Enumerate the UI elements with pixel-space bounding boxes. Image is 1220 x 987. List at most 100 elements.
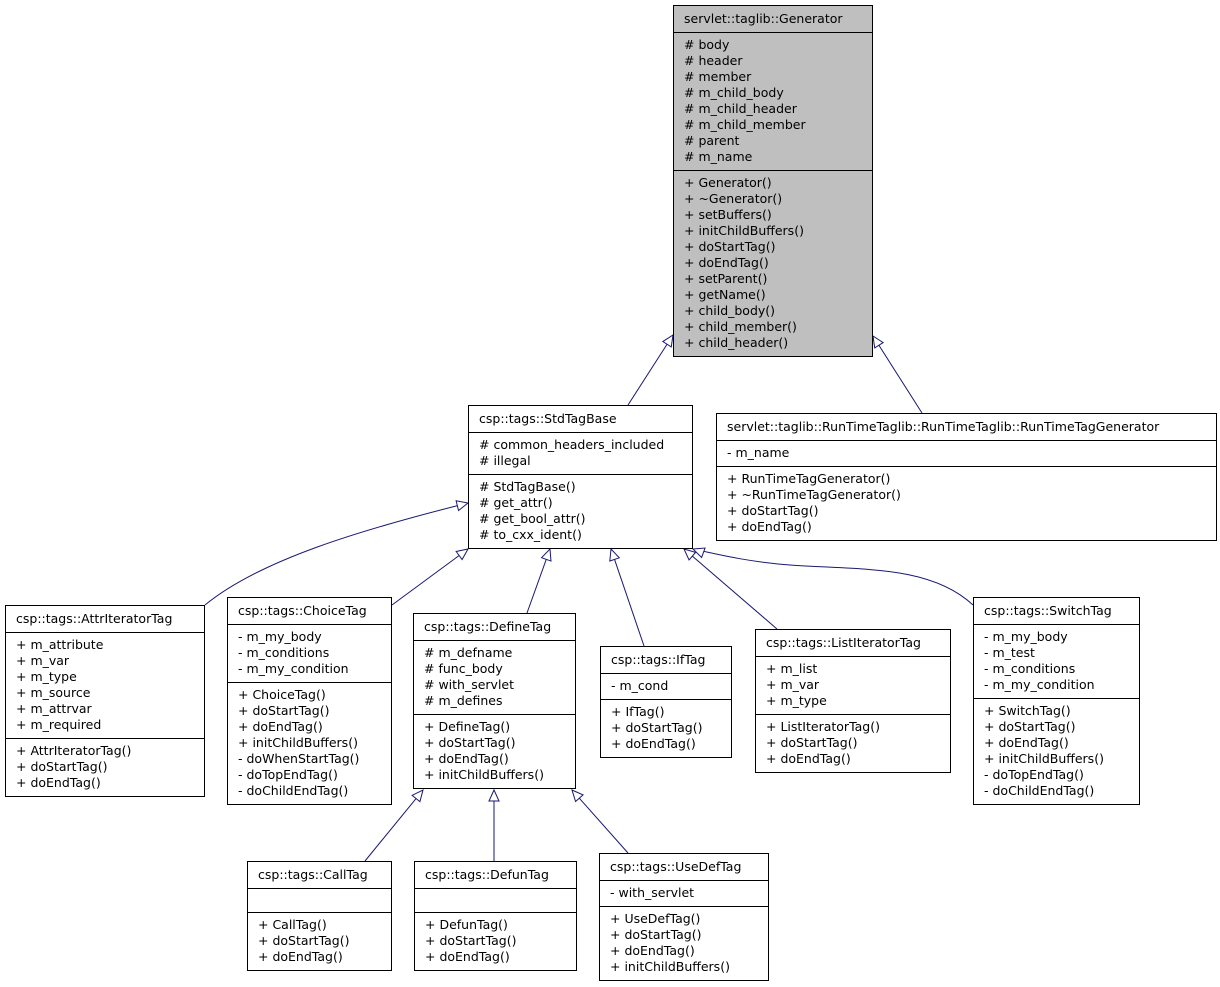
method-get-bool-attr: # get_bool_attr()	[479, 511, 586, 526]
inheritance-edge-runtimetaggenerator-to-generator	[878, 345, 923, 414]
attributes-section: - m_cond	[601, 674, 731, 700]
method-setbuffers: + setBuffers()	[684, 207, 772, 222]
method-to-cxx-ident: # to_cxx_ident()	[479, 527, 582, 542]
method-dostarttag: + doStartTag()	[684, 239, 776, 254]
inheritance-edge-switchtag-to-stdtagbase	[692, 548, 974, 606]
methods-section: + IfTag()+ doStartTag()+ doEndTag()	[601, 700, 731, 757]
class-title: csp::tags::IfTag	[601, 647, 731, 674]
attribute-m-conditions: - m_conditions	[238, 645, 330, 660]
inheritance-edge-defuntag-to-definetag-arrowhead	[488, 788, 500, 802]
class-box-generator[interactable]: servlet::taglib::Generator# body# header…	[673, 5, 873, 357]
class-box-iftag[interactable]: csp::tags::IfTag- m_cond+ IfTag()+ doSta…	[600, 646, 732, 758]
attribute-m-var: + m_var	[766, 677, 820, 692]
attributes-section: - m_name	[717, 441, 1216, 467]
attributes-section: - with_servlet	[600, 881, 768, 907]
methods-section: + ListIteratorTag()+ doStartTag()+ doEnd…	[756, 715, 950, 772]
class-box-defuntag[interactable]: csp::tags::DefunTag+ DefunTag()+ doStart…	[414, 861, 577, 971]
method-dostarttag: + doStartTag()	[425, 933, 517, 948]
inheritance-edge-choicetag-to-stdtagbase	[391, 555, 460, 606]
class-box-calltag[interactable]: csp::tags::CallTag+ CallTag()+ doStartTa…	[247, 861, 392, 971]
class-box-stdtagbase[interactable]: csp::tags::StdTagBase# common_headers_in…	[468, 405, 693, 549]
method-choicetag: + ChoiceTag()	[238, 687, 326, 702]
inheritance-edge-attriteratortag-to-stdtagbase-arrowhead	[455, 500, 470, 512]
attribute-m-var: + m_var	[16, 653, 70, 668]
attributes-section: # common_headers_included# illegal	[469, 433, 692, 475]
method-runtimetaggenerator: + RunTimeTagGenerator()	[727, 471, 891, 486]
method-attriteratortag: + AttrIteratorTag()	[16, 743, 132, 758]
attribute-m-list: + m_list	[766, 661, 818, 676]
class-title: csp::tags::CallTag	[248, 862, 391, 889]
method-doendtag: + doEndTag()	[425, 949, 510, 964]
attribute-m-name: - m_name	[727, 445, 790, 460]
method-initchildbuffers: + initChildBuffers()	[610, 959, 730, 974]
attribute-body: # body	[684, 37, 730, 52]
inheritance-edge-listiteratortag-to-stdtagbase-arrowhead	[683, 548, 697, 561]
method-get-attr: # get_attr()	[479, 495, 553, 510]
attributes-section	[248, 889, 391, 913]
method-dostarttag: + doStartTag()	[727, 503, 819, 518]
method-doendtag: + doEndTag()	[684, 255, 769, 270]
attribute-m-defname: # m_defname	[424, 645, 513, 660]
method-dotopendtag: - doTopEndTag()	[238, 767, 338, 782]
method-dostarttag: + doStartTag()	[610, 927, 702, 942]
method-dowhenstarttag: - doWhenStartTag()	[238, 751, 360, 766]
attribute-m-conditions: - m_conditions	[984, 661, 1076, 676]
method-dochildendtag: - doChildEndTag()	[984, 783, 1095, 798]
class-title: servlet::taglib::RunTimeTaglib::RunTimeT…	[717, 414, 1216, 441]
inheritance-edge-usedeftag-to-definetag	[578, 797, 629, 854]
method-dostarttag: + doStartTag()	[984, 719, 1076, 734]
class-title: csp::tags::ListIteratorTag	[756, 630, 950, 657]
inheritance-edge-calltag-to-definetag	[364, 798, 417, 862]
method-initchildbuffers: + initChildBuffers()	[684, 223, 804, 238]
method-child-member: + child_member()	[684, 319, 797, 334]
attribute-m-attrvar: + m_attrvar	[16, 701, 92, 716]
class-box-runtimetaggenerator[interactable]: servlet::taglib::RunTimeTaglib::RunTimeT…	[716, 413, 1217, 541]
methods-section: + DefunTag()+ doStartTag()+ doEndTag()	[415, 913, 576, 970]
class-box-listiteratortag[interactable]: csp::tags::ListIteratorTag+ m_list+ m_va…	[755, 629, 951, 773]
method-doendtag: + doEndTag()	[984, 735, 1069, 750]
method-doendtag: + doEndTag()	[611, 736, 696, 751]
attribute-m-my-body: - m_my_body	[984, 629, 1068, 644]
class-title: csp::tags::StdTagBase	[469, 406, 692, 433]
method-stdtagbase: # StdTagBase()	[479, 479, 576, 494]
method-listiteratortag: + ListIteratorTag()	[766, 719, 880, 734]
attribute-member: # member	[684, 69, 752, 84]
method-doendtag: + doEndTag()	[16, 775, 101, 790]
attribute-illegal: # illegal	[479, 453, 531, 468]
attribute-m-child-body: # m_child_body	[684, 85, 784, 100]
attribute-m-attribute: + m_attribute	[16, 637, 104, 652]
attribute-with-servlet: - with_servlet	[610, 885, 695, 900]
method-generator: + Generator()	[684, 175, 772, 190]
class-title: csp::tags::UseDefTag	[600, 854, 768, 881]
method-defuntag: + DefunTag()	[425, 917, 508, 932]
class-box-switchtag[interactable]: csp::tags::SwitchTag- m_my_body- m_test-…	[973, 597, 1140, 805]
methods-section: + RunTimeTagGenerator()+ ~RunTimeTagGene…	[717, 467, 1216, 540]
method-doendtag: + doEndTag()	[766, 751, 851, 766]
attribute-m-required: + m_required	[16, 717, 102, 732]
method-dotopendtag: - doTopEndTag()	[984, 767, 1084, 782]
method-runtimetaggenerator: + ~RunTimeTagGenerator()	[727, 487, 901, 502]
methods-section: + ChoiceTag()+ doStartTag()+ doEndTag()+…	[228, 683, 391, 804]
method-initchildbuffers: + initChildBuffers()	[238, 735, 358, 750]
methods-section: # StdTagBase()# get_attr()# get_bool_att…	[469, 475, 692, 548]
method-doendtag: + doEndTag()	[238, 719, 323, 734]
attribute-m-defines: # m_defines	[424, 693, 503, 708]
inheritance-edge-definetag-to-stdtagbase	[526, 559, 547, 614]
attributes-section: + m_attribute+ m_var+ m_type+ m_source+ …	[6, 633, 204, 739]
attributes-section: + m_list+ m_var+ m_type	[756, 657, 950, 715]
attributes-section	[415, 889, 576, 913]
method-dochildendtag: - doChildEndTag()	[238, 783, 349, 798]
inheritance-edge-iftag-to-stdtagbase-arrowhead	[609, 547, 621, 562]
method-dostarttag: + doStartTag()	[16, 759, 108, 774]
class-box-usedeftag[interactable]: csp::tags::UseDefTag- with_servlet+ UseD…	[599, 853, 769, 981]
attribute-m-my-condition: - m_my_condition	[984, 677, 1095, 692]
class-box-definetag[interactable]: csp::tags::DefineTag# m_defname# func_bo…	[413, 613, 576, 789]
inheritance-edge-choicetag-to-stdtagbase-arrowhead	[455, 548, 469, 561]
attributes-section: # m_defname# func_body# with_servlet# m_…	[414, 641, 575, 715]
class-box-attriteratortag[interactable]: csp::tags::AttrIteratorTag+ m_attribute+…	[5, 605, 205, 797]
inheritance-edge-stdtagbase-to-generator-arrowhead	[661, 333, 674, 348]
method-iftag: + IfTag()	[611, 704, 665, 719]
class-box-choicetag[interactable]: csp::tags::ChoiceTag- m_my_body- m_condi…	[227, 597, 392, 805]
method-dostarttag: + doStartTag()	[611, 720, 703, 735]
